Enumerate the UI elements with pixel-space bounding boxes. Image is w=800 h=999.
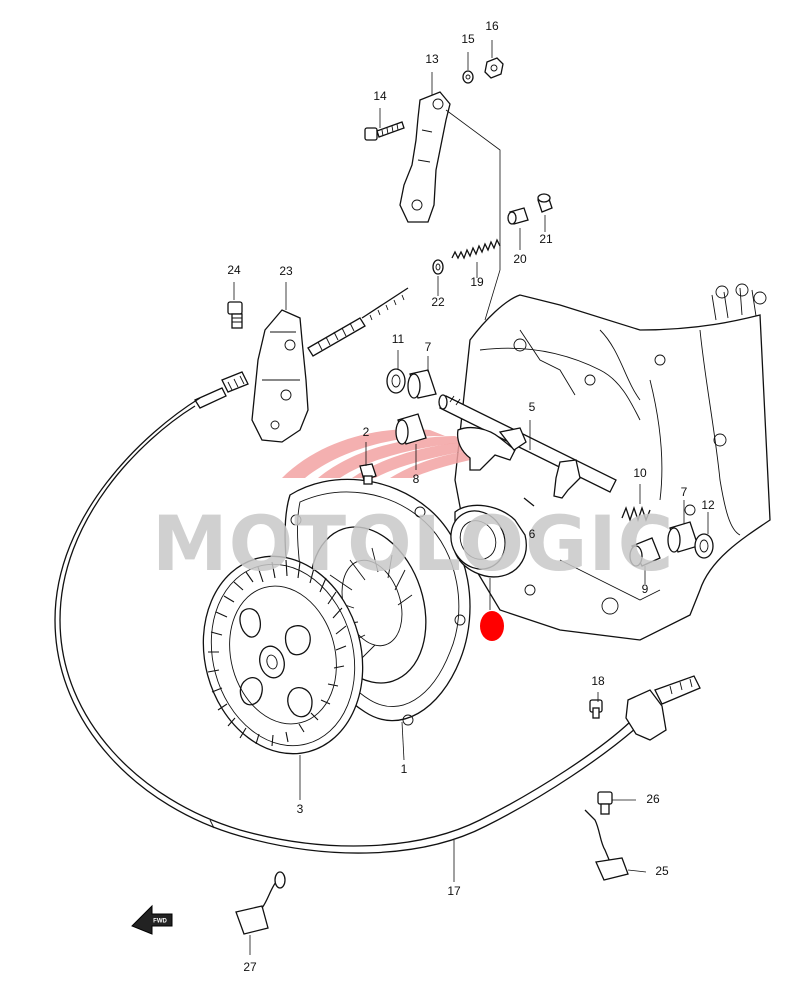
release-bearing	[450, 504, 527, 610]
callout-11: 11	[392, 332, 405, 346]
callout-labels: 1 2 3 5 6 7 7 8 9 10 11 12 13 14 15 16 1…	[227, 19, 715, 974]
callout-8: 8	[413, 472, 420, 486]
bracket-bolt	[364, 121, 405, 141]
callout-17: 17	[447, 884, 461, 898]
pivot-stud	[629, 537, 661, 567]
bushing-upper	[407, 369, 437, 399]
transmission-housing	[454, 283, 771, 641]
callout-6: 6	[529, 527, 536, 541]
cable-bolt	[589, 699, 603, 719]
cable-clip	[235, 871, 286, 935]
callout-15: 15	[461, 32, 475, 46]
leader-lines	[233, 40, 709, 955]
callout-22: 22	[431, 295, 445, 309]
clutch-disc	[202, 555, 364, 800]
washer	[462, 70, 474, 84]
callout-2: 2	[363, 425, 370, 439]
callout-20: 20	[513, 252, 527, 266]
callout-7-lower: 7	[681, 485, 688, 499]
bushing-lower	[395, 413, 427, 445]
release-shaft	[438, 394, 617, 499]
oil-seal	[386, 368, 406, 394]
cable-end-fitting	[625, 675, 701, 741]
release-bracket	[399, 91, 451, 223]
callout-7-upper: 7	[425, 340, 432, 354]
callout-10: 10	[633, 466, 647, 480]
callout-9: 9	[642, 582, 649, 596]
callout-12: 12	[701, 498, 715, 512]
cable-bracket	[251, 309, 309, 443]
watermark-stripe	[282, 429, 445, 478]
callout-24: 24	[227, 263, 241, 277]
small-pin	[523, 497, 535, 507]
watermark-stripe	[318, 436, 468, 478]
front-arrow-label: FWD	[153, 919, 167, 925]
callout-26: 26	[646, 792, 660, 806]
callout-19: 19	[470, 275, 484, 289]
callout-13: 13	[425, 52, 439, 66]
callout-23: 23	[279, 264, 293, 278]
callout-25: 25	[655, 864, 669, 878]
spring	[451, 238, 501, 260]
return-spring	[584, 809, 629, 881]
clutch-cable	[54, 397, 637, 854]
bushing	[507, 207, 529, 225]
callout-27: 27	[243, 960, 257, 974]
callout-16: 16	[485, 19, 499, 33]
shaft-seal	[694, 533, 714, 559]
callout-3: 3	[297, 802, 304, 816]
callout-5: 5	[529, 400, 536, 414]
nut	[484, 57, 504, 79]
highlight-marker	[480, 611, 504, 641]
mounting-bolt	[359, 463, 377, 485]
cable-adjuster	[194, 287, 409, 409]
callout-18: 18	[591, 674, 605, 688]
watermark-text: MOTOLOGIC	[152, 499, 674, 588]
callout-21: 21	[539, 232, 553, 246]
shaft-bushing	[667, 521, 699, 553]
cap	[537, 193, 553, 213]
callout-14: 14	[373, 89, 387, 103]
shaft-spring	[621, 505, 651, 523]
cable-bracket-bolt	[227, 301, 243, 329]
front-direction-arrow: FWD	[131, 904, 173, 935]
spring-bolt	[597, 791, 613, 815]
washer-small	[432, 259, 444, 275]
callout-1: 1	[401, 762, 408, 776]
